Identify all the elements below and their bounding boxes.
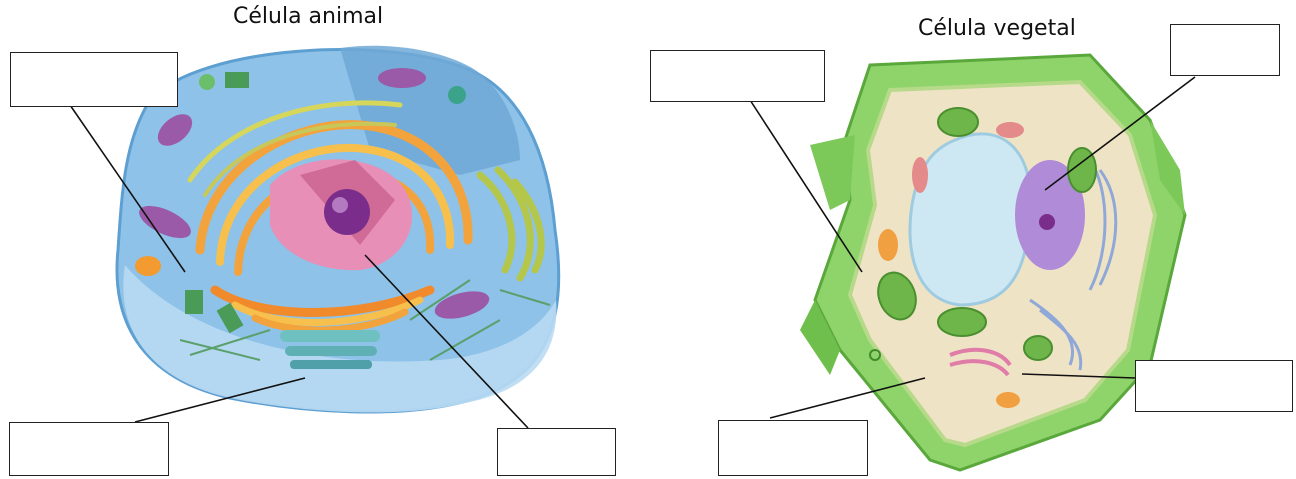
animal-golgi-apparatus — [280, 330, 380, 369]
animal-label-box[interactable] — [9, 422, 169, 476]
animal-mitochondrion — [378, 68, 426, 88]
plant-mitochondrion — [996, 122, 1024, 138]
animal-nucleolus — [324, 189, 370, 235]
plant-label-box[interactable] — [1135, 360, 1293, 412]
plant-mitochondrion — [996, 392, 1020, 408]
animal-vesicle — [448, 86, 466, 104]
plant-mitochondrion — [878, 229, 898, 261]
plant-label-box[interactable] — [1170, 24, 1280, 76]
animal-label-box[interactable] — [10, 52, 178, 107]
animal-centriole — [199, 74, 215, 90]
plant-chloroplast — [1024, 336, 1052, 360]
animal-label-box[interactable] — [497, 428, 616, 476]
plant-label-box[interactable] — [650, 50, 825, 102]
plant-chloroplast — [938, 308, 986, 336]
plant-vacuole — [910, 134, 1031, 305]
animal-centriole — [225, 72, 249, 88]
plant-cell-wall-edge — [810, 135, 855, 210]
plant-chloroplast — [938, 108, 978, 136]
plant-nucleolus — [1039, 214, 1055, 230]
plant-mitochondrion — [912, 157, 928, 193]
animal-centriole — [185, 290, 203, 314]
animal-cell-illustration — [117, 46, 559, 413]
plant-label-box[interactable] — [718, 420, 868, 476]
animal-lysosome — [135, 256, 161, 276]
plant-cell-illustration — [800, 55, 1185, 470]
